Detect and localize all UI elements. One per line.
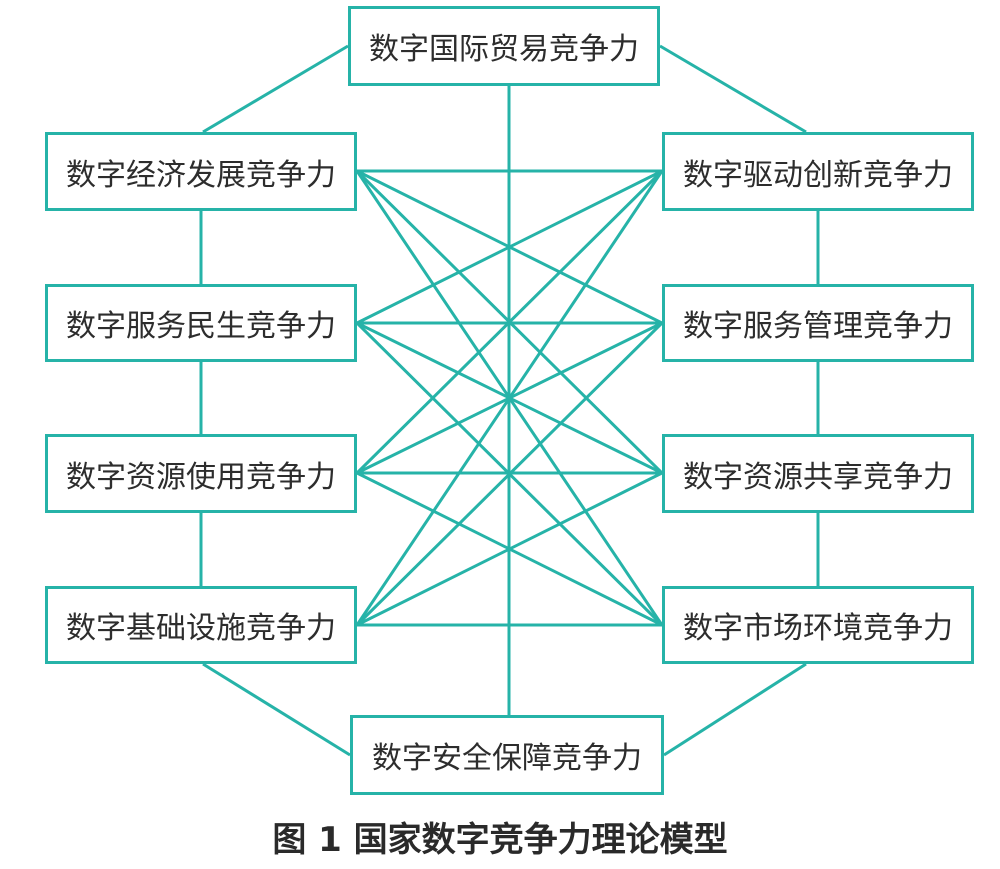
node-right-1-label: 数字驱动创新竞争力: [683, 157, 953, 193]
node-left-2: 数字服务民生竞争力: [45, 284, 357, 362]
node-right-4: 数字市场环境竞争力: [662, 586, 974, 664]
node-right-3: 数字资源共享竞争力: [662, 434, 974, 513]
node-left-2-label: 数字服务民生竞争力: [66, 309, 336, 344]
node-left-3-label: 数字资源使用竞争力: [66, 459, 336, 495]
node-bottom: 数字安全保障竞争力: [350, 715, 664, 795]
node-right-3-label: 数字资源共享竞争力: [683, 459, 953, 495]
node-right-2: 数字服务管理竞争力: [662, 284, 974, 362]
node-right-4-label: 数字市场环境竞争力: [683, 611, 953, 646]
node-left-4-label: 数字基础设施竞争力: [66, 611, 336, 646]
node-left-4: 数字基础设施竞争力: [45, 586, 357, 664]
node-top-label: 数字国际贸易竞争力: [369, 32, 639, 67]
node-right-2-label: 数字服务管理竞争力: [683, 309, 953, 344]
node-bottom-label: 数字安全保障竞争力: [372, 741, 642, 776]
node-right-1: 数字驱动创新竞争力: [662, 132, 974, 211]
node-left-1-label: 数字经济发展竞争力: [66, 157, 336, 193]
node-left-1: 数字经济发展竞争力: [45, 132, 357, 211]
connector-line: [202, 662, 351, 757]
connector-line: [663, 662, 807, 757]
connector-line: [659, 44, 807, 134]
connector-line: [202, 44, 349, 134]
node-top: 数字国际贸易竞争力: [348, 6, 660, 86]
node-left-3: 数字资源使用竞争力: [45, 434, 357, 513]
figure-caption: 图 1 国家数字竞争力理论模型: [272, 820, 728, 860]
